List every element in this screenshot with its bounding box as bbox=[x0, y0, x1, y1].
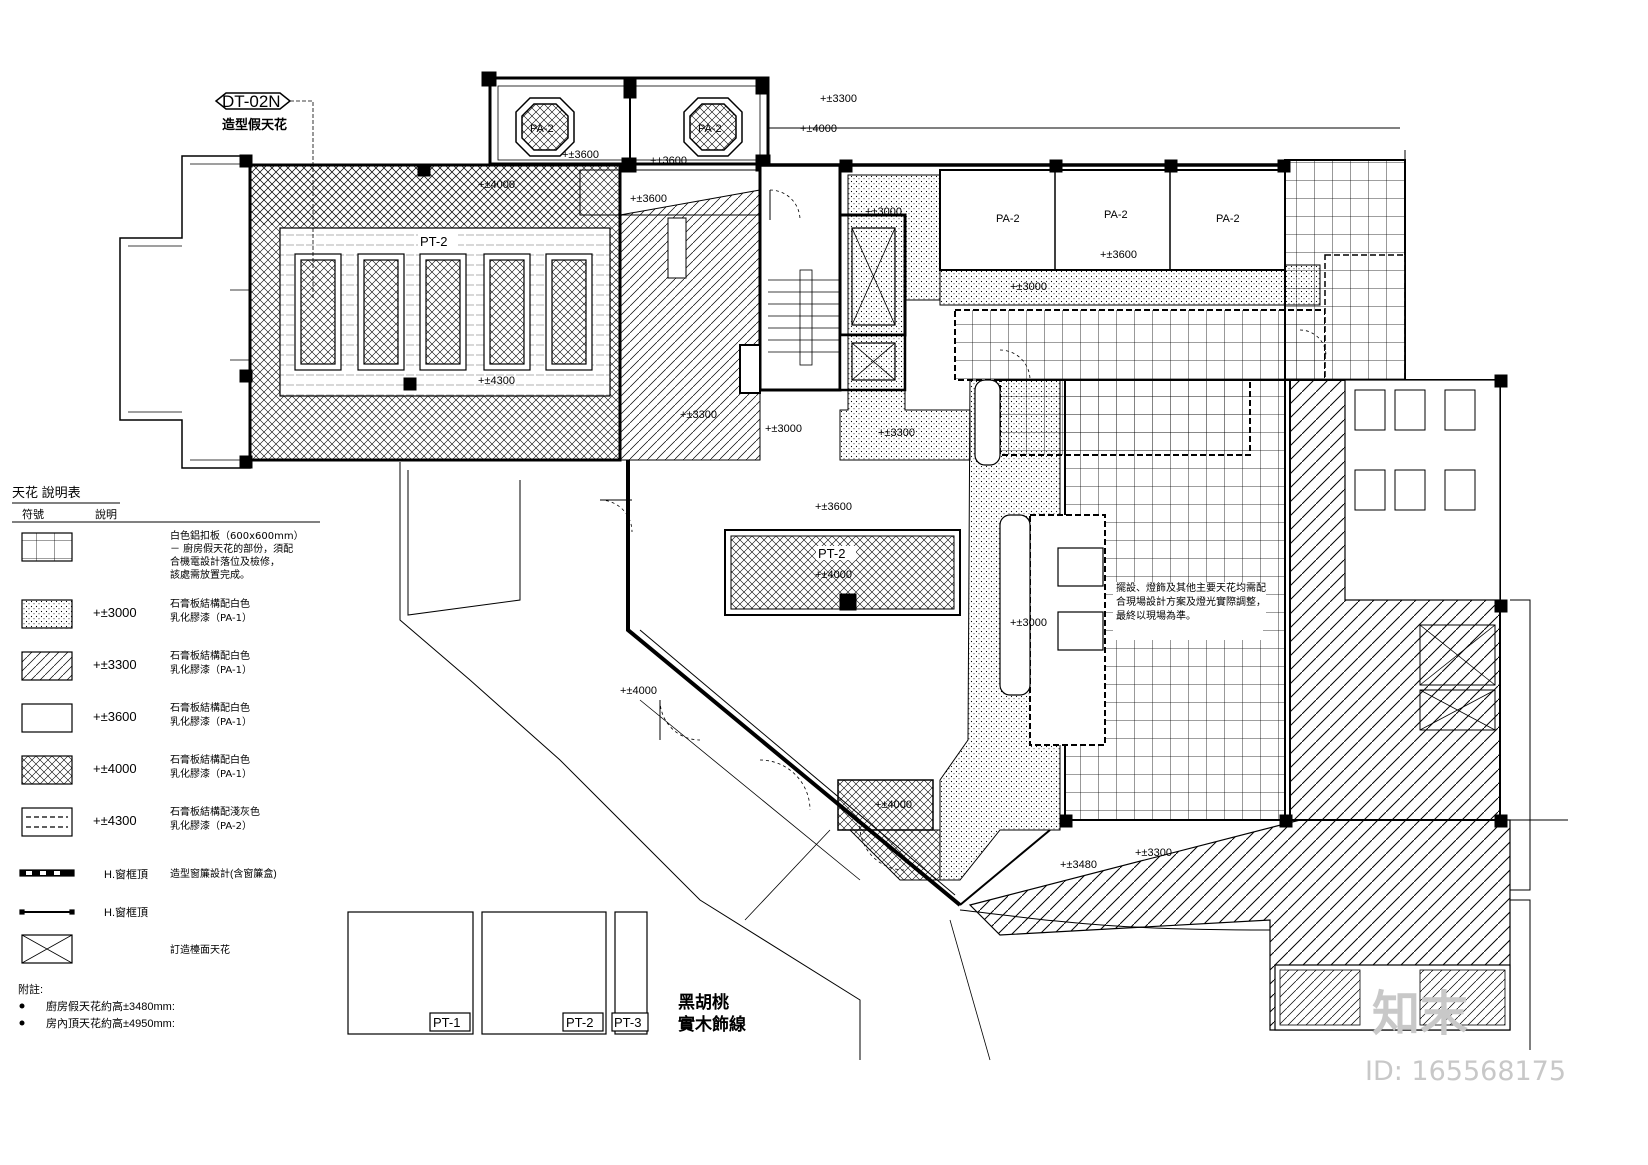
legend-row: 白色鋁扣板（600x600mm） － 廚房假天花的部份，須配 合機電設計落位及檢… bbox=[170, 531, 304, 581]
watermark-logo: 知末 bbox=[1372, 988, 1468, 1041]
pa2-tag: PA-2 bbox=[996, 213, 1020, 225]
legend-row: +±3000 石膏板結構配白色 乳化膠漆（PA-1） bbox=[93, 599, 252, 624]
swatch-label: PT-2 bbox=[566, 1015, 593, 1030]
kitchen-note: 擺設、燈飾及其他主要天花均需配合現場設計方案及燈光實際調整，最終以現場為準。 bbox=[1116, 582, 1266, 624]
pt2-tag: PT-2 bbox=[420, 234, 447, 249]
detail-title: 造型假天花 bbox=[222, 117, 287, 132]
coffer-panels bbox=[294, 253, 593, 371]
legend-row: +±3300 石膏板結構配白色 乳化膠漆（PA-1） bbox=[93, 651, 252, 676]
pa2-tag: PA-2 bbox=[698, 123, 722, 135]
ceiling-legend: 天花 說明表 符號 說明 白色鋁扣板（600x600m bbox=[12, 485, 320, 1030]
level-label: +±3300 bbox=[1135, 847, 1172, 859]
legend-col-symbol: 符號 bbox=[22, 508, 44, 521]
legend-desc: 石膏板結構配白色 乳化膠漆（PA-1） bbox=[170, 755, 252, 780]
material-swatches bbox=[347, 911, 649, 1035]
pa2-tag: PA-2 bbox=[530, 123, 554, 135]
legend-row: 訂造檯面天花 bbox=[170, 943, 230, 956]
level-label: +±4000 bbox=[620, 685, 657, 697]
level-label: +±4300 bbox=[478, 375, 515, 387]
level-label: +±3300 bbox=[680, 409, 717, 421]
legend-desc: 石膏板結構配白色 乳化膠漆（PA-1） bbox=[170, 651, 252, 676]
legend-col-desc: 說明 bbox=[95, 507, 117, 521]
detail-tag: DT-02N bbox=[222, 92, 281, 111]
note-item: 房內頂天花約高±4950mm: bbox=[46, 1016, 175, 1030]
legend-desc: 造型窗簾設計(含窗簾盒) bbox=[170, 867, 277, 880]
level-label: +±4000 bbox=[875, 799, 912, 811]
level-label: +±3000 bbox=[1010, 617, 1047, 629]
notes-title: 附註: bbox=[18, 982, 43, 996]
swatch-label: PT-3 bbox=[614, 1015, 641, 1030]
kitchen-note-text: 擺設、燈飾及其他主要天花均需配合現場設計方案及燈光實際調整，最終以現場為準。 bbox=[1116, 582, 1266, 624]
legend-level: +±3600 bbox=[93, 709, 137, 724]
legend-desc: 石膏板結構配淺灰色 乳化膠漆（PA-2） bbox=[170, 807, 260, 832]
legend-level: +±3300 bbox=[93, 657, 137, 672]
note-item: 廚房假天花約高±3480mm: bbox=[46, 999, 175, 1013]
legend-row: +±4300 石膏板結構配淺灰色 乳化膠漆（PA-2） bbox=[93, 807, 260, 832]
legend-desc: 石膏板結構配白色 乳化膠漆（PA-1） bbox=[170, 599, 252, 624]
level-label: +±3600 bbox=[815, 501, 852, 513]
level-label: +±3600 bbox=[650, 155, 687, 167]
panel-tags: PT-2 PT-2 PA-2 PA-2 PA-2 PA-2 PA-2 bbox=[418, 123, 1240, 561]
level-label: +±3480 bbox=[1060, 859, 1097, 871]
legend-title: 天花 說明表 bbox=[12, 485, 81, 500]
level-label: +±3000 bbox=[765, 423, 802, 435]
legend-desc: 訂造檯面天花 bbox=[170, 943, 230, 956]
pt2-tag: PT-2 bbox=[818, 546, 845, 561]
legend-row: H.窗框頂 造型窗簾設計(含窗簾盒) bbox=[104, 867, 277, 881]
detail-callout: DT-02N 造型假天花 bbox=[214, 92, 314, 300]
level-label: +±4000 bbox=[815, 569, 852, 581]
legend-row: +±4000 石膏板結構配白色 乳化膠漆（PA-1） bbox=[93, 755, 252, 780]
legend-desc: 石膏板結構配白色 乳化膠漆（PA-1） bbox=[170, 703, 252, 728]
level-label: +±4000 bbox=[478, 179, 515, 191]
level-label: +±3300 bbox=[820, 93, 857, 105]
swatch-caption: 黑胡桃 bbox=[678, 992, 729, 1012]
level-label: +±3600 bbox=[1100, 249, 1137, 261]
legend-level: +±4000 bbox=[93, 761, 137, 776]
legend-desc: 白色鋁扣板（600x600mm） － 廚房假天花的部份，須配 合機電設計落位及檢… bbox=[170, 531, 304, 581]
level-labels: +±4000 +±4300 +±3600 +±3600 +±3600 +±400… bbox=[478, 93, 1172, 871]
legend-level: +±3000 bbox=[93, 605, 137, 620]
legend-level: +±4300 bbox=[93, 813, 137, 828]
level-label: +±3600 bbox=[562, 149, 599, 161]
swatch-caption: 實木飾線 bbox=[678, 1014, 746, 1034]
level-label: +±3000 bbox=[1010, 281, 1047, 293]
level-label: +±3000 bbox=[865, 206, 902, 218]
legend-row: H.窗框頂 bbox=[104, 905, 148, 919]
legend-row: +±3600 石膏板結構配白色 乳化膠漆（PA-1） bbox=[93, 703, 252, 728]
watermark-id: ID: 165568175 bbox=[1365, 1056, 1566, 1087]
level-label: +±4000 bbox=[800, 123, 837, 135]
legend-level: H.窗框頂 bbox=[104, 867, 148, 881]
level-label: +±3600 bbox=[630, 193, 667, 205]
level-label: +±3300 bbox=[878, 427, 915, 439]
swatch-label: PT-1 bbox=[433, 1015, 460, 1030]
watermark: 知末 ID: 165568175 bbox=[1365, 988, 1566, 1087]
pa2-tag: PA-2 bbox=[1216, 213, 1240, 225]
legend-level: H.窗框頂 bbox=[104, 905, 148, 919]
pa2-tag: PA-2 bbox=[1104, 209, 1128, 221]
